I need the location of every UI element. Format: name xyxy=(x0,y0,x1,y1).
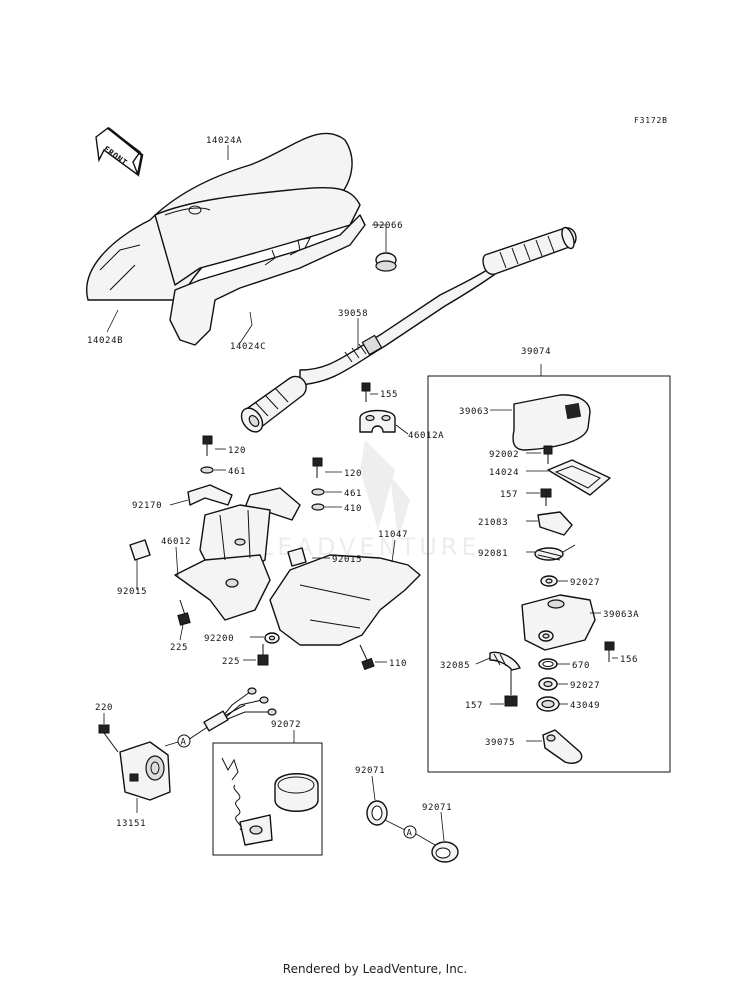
bolt-225-bottom xyxy=(257,644,269,666)
svg-text:A: A xyxy=(181,738,187,748)
washer-92027-top xyxy=(540,575,558,587)
label-13151: 13151 xyxy=(116,819,146,829)
label-225-bottom: 225 xyxy=(222,657,240,667)
bolt-225-left xyxy=(177,599,191,626)
label-14024B: 14024B xyxy=(87,336,123,346)
label-92072: 92072 xyxy=(271,720,301,730)
label-220: 220 xyxy=(95,703,113,713)
label-92027-top: 92027 xyxy=(570,578,600,588)
seat-assembly xyxy=(86,132,366,346)
label-92015-right: 92015 xyxy=(332,555,362,565)
front-arrow-icon: FRONT xyxy=(95,127,144,177)
label-46012: 46012 xyxy=(161,537,191,547)
label-39058: 39058 xyxy=(338,309,368,319)
right-grip xyxy=(482,226,577,275)
label-461-right: 461 xyxy=(344,489,362,499)
nut-92015-left xyxy=(129,539,151,561)
screw-156 xyxy=(604,641,615,662)
bolt-120-right xyxy=(311,457,325,511)
switch-housing xyxy=(521,594,596,651)
label-39075: 39075 xyxy=(485,738,515,748)
washer-92200 xyxy=(264,632,280,644)
watermark-logo xyxy=(360,440,410,540)
handlebar-clamp xyxy=(359,382,396,433)
switch-wires xyxy=(184,687,277,743)
lever-32085 xyxy=(489,651,521,671)
part-labels: 14024A 92066 14024B 14024C 39058 39074 1… xyxy=(87,136,639,829)
label-92027-bottom: 92027 xyxy=(570,681,600,691)
label-461-left: 461 xyxy=(228,467,246,477)
label-14024A: 14024A xyxy=(206,136,242,146)
washer-92027-bottom xyxy=(538,677,558,691)
label-39063A: 39063A xyxy=(603,610,639,620)
label-92170: 92170 xyxy=(132,501,162,511)
label-39074: 39074 xyxy=(521,347,551,357)
mount-bracket xyxy=(269,547,421,671)
ref-marker-a-2: A xyxy=(403,825,417,839)
footer-credit: Rendered by LeadVenture, Inc. xyxy=(282,962,468,976)
bolt-157-top xyxy=(540,488,552,506)
label-14024C: 14024C xyxy=(230,342,266,352)
screw-92002 xyxy=(543,445,553,464)
label-92071-lower: 92071 xyxy=(422,803,452,813)
label-155: 155 xyxy=(380,390,398,400)
label-110: 110 xyxy=(389,659,407,669)
leader-lines xyxy=(103,145,618,842)
lanyard-box-frame xyxy=(212,742,323,856)
label-14024: 14024 xyxy=(489,468,519,478)
handlebar xyxy=(240,226,577,433)
ref-marker-a-1: A xyxy=(177,734,191,748)
label-670: 670 xyxy=(572,661,590,671)
label-92015-left: 92015 xyxy=(117,587,147,597)
label-21083: 21083 xyxy=(478,518,508,528)
screw-220 xyxy=(98,724,119,753)
switch-box-frame xyxy=(427,375,671,773)
seat-plug xyxy=(375,252,397,272)
switch-cover xyxy=(512,394,591,451)
label-32085: 32085 xyxy=(440,661,470,671)
seal-43049 xyxy=(536,696,560,712)
label-92066: 92066 xyxy=(373,221,403,231)
label-157-top: 157 xyxy=(500,490,518,500)
spring-92081 xyxy=(534,544,576,561)
o-ring-670 xyxy=(538,658,558,670)
label-46012A: 46012A xyxy=(408,431,444,441)
left-grip xyxy=(240,375,307,433)
throttle-lever-39075 xyxy=(542,729,583,764)
bolt-120-left xyxy=(200,435,214,474)
label-11047: 11047 xyxy=(378,530,408,540)
label-120-right: 120 xyxy=(344,469,362,479)
gasket-14024 xyxy=(547,459,611,496)
label-92071-upper: 92071 xyxy=(355,766,385,776)
stop-switch-13151 xyxy=(119,741,171,801)
lanyard-92072 xyxy=(221,757,319,846)
label-120-left: 120 xyxy=(228,446,246,456)
label-157-bottom: 157 xyxy=(465,701,483,711)
label-39063: 39063 xyxy=(459,407,489,417)
label-92200: 92200 xyxy=(204,634,234,644)
label-43049: 43049 xyxy=(570,701,600,711)
label-156: 156 xyxy=(620,655,638,665)
cable-guide-21083 xyxy=(537,511,573,536)
collar-92071-upper xyxy=(366,800,388,826)
figure-code: F3172B xyxy=(634,116,668,125)
collar-92071-lower xyxy=(431,841,459,863)
label-225-left: 225 xyxy=(170,643,188,653)
label-92081: 92081 xyxy=(478,549,508,559)
svg-text:A: A xyxy=(407,829,413,839)
handle-pole-bracket xyxy=(174,484,301,621)
label-92002: 92002 xyxy=(489,450,519,460)
label-410: 410 xyxy=(344,504,362,514)
bolt-157-bottom xyxy=(504,670,518,707)
